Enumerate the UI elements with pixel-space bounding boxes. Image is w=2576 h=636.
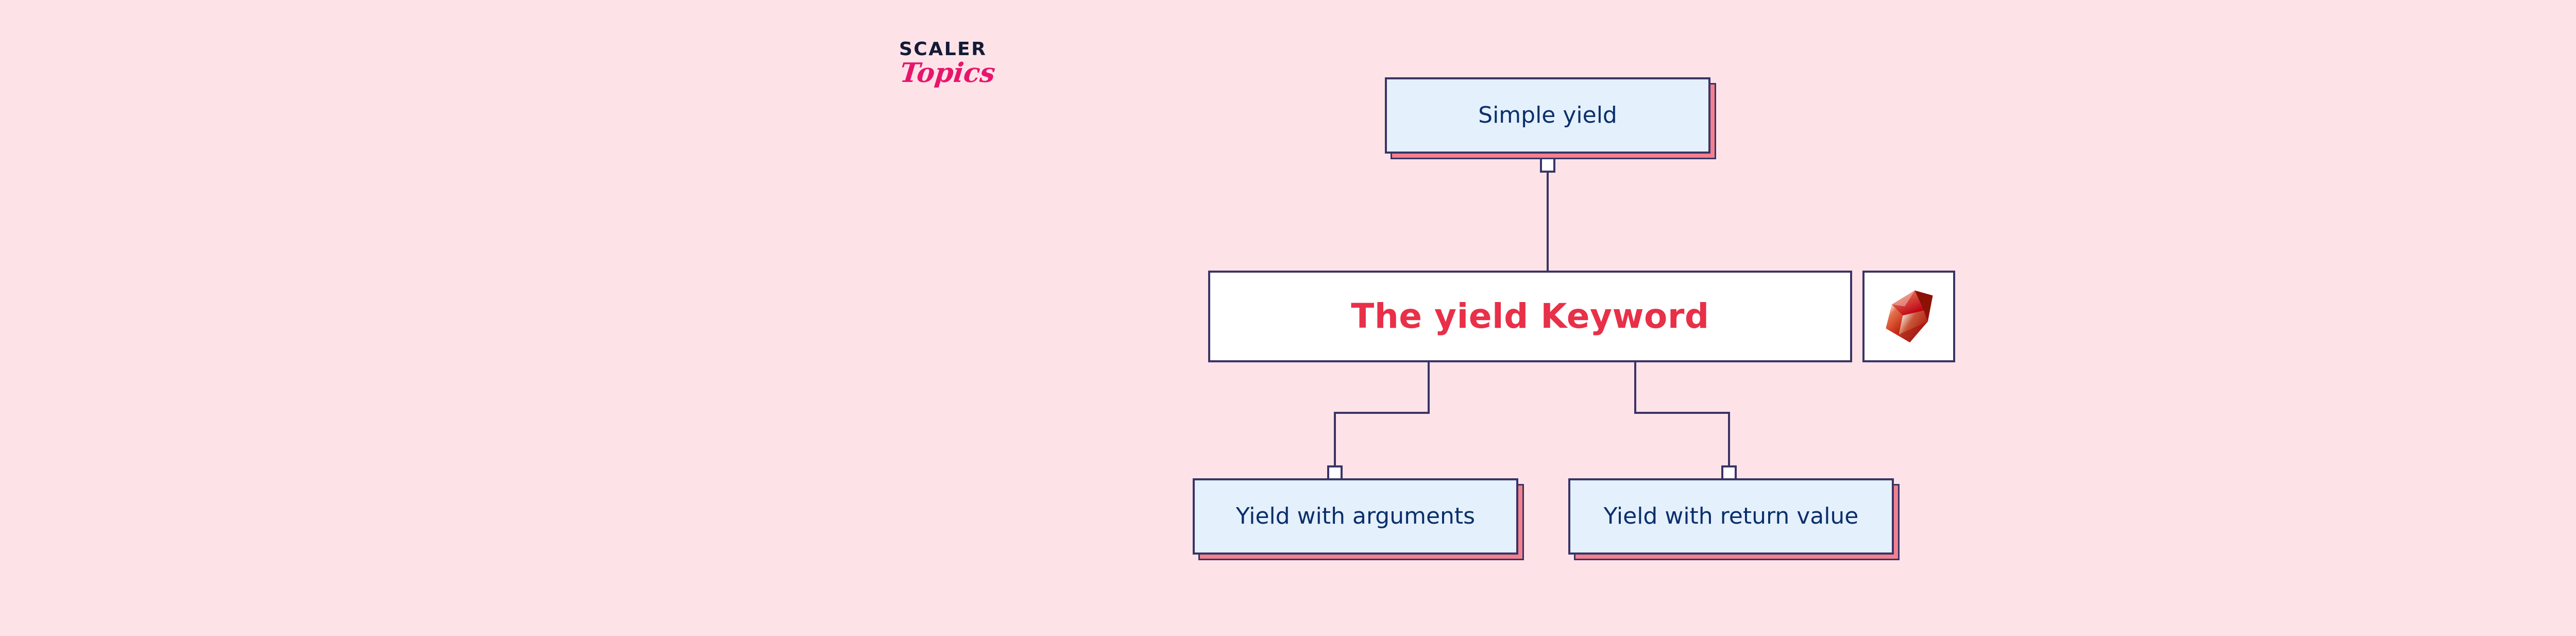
connector-line-arguments-upper	[1428, 360, 1430, 414]
connector-line-simple-yield	[1547, 172, 1549, 272]
node-simple-yield-label: Simple yield	[1478, 102, 1617, 128]
node-simple-yield[interactable]: Simple yield	[1385, 77, 1710, 154]
node-root-label: The yield Keyword	[1351, 296, 1709, 336]
node-yield-with-arguments[interactable]: Yield with arguments	[1193, 478, 1518, 555]
ruby-logo-box	[1862, 271, 1955, 362]
node-yield-with-return-value-label: Yield with return value	[1603, 503, 1859, 529]
scaler-topics-logo: SCALER Topics	[899, 40, 1054, 107]
connector-line-arguments-lower	[1334, 412, 1336, 480]
connector-line-arguments-horizontal	[1334, 412, 1430, 414]
ruby-gem-icon	[1886, 290, 1933, 343]
connector-line-return-horizontal	[1634, 412, 1730, 414]
connector-square-simple-yield	[1540, 157, 1555, 173]
node-yield-with-arguments-label: Yield with arguments	[1235, 503, 1476, 529]
node-the-yield-keyword[interactable]: The yield Keyword	[1208, 271, 1852, 362]
connector-line-return-lower	[1728, 412, 1730, 480]
connector-line-return-upper	[1634, 360, 1636, 414]
node-yield-with-return-value[interactable]: Yield with return value	[1568, 478, 1894, 555]
logo-wordmark-topics: Topics	[898, 57, 997, 89]
logo-wordmark-scaler: SCALER	[899, 39, 987, 60]
